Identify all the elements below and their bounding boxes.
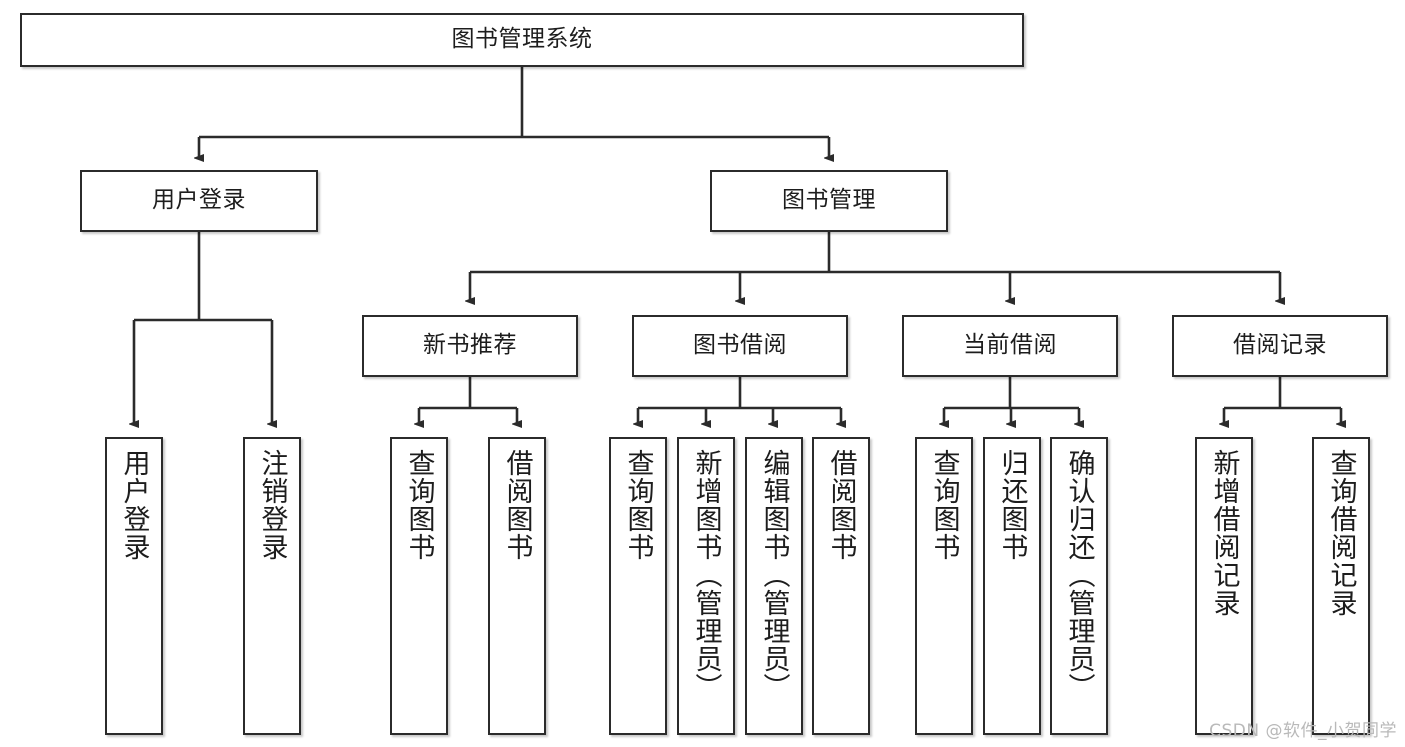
- leaf-borrow-add-book[interactable]: 新增图书（管理员）: [677, 437, 735, 735]
- node-label: 新增图书（管理员）: [690, 449, 722, 701]
- leaf-record-add-record[interactable]: 新增借阅记录: [1195, 437, 1253, 735]
- leaf-borrow-edit-book[interactable]: 编辑图书（管理员）: [745, 437, 803, 735]
- leaf-user-login-logout[interactable]: 注销登录: [243, 437, 301, 735]
- leaf-current-return-book[interactable]: 归还图书: [983, 437, 1041, 735]
- leaf-record-query-record[interactable]: 查询借阅记录: [1312, 437, 1370, 735]
- node-current-borrow[interactable]: 当前借阅: [902, 315, 1118, 377]
- node-book-management[interactable]: 图书管理: [710, 170, 948, 232]
- node-label: 编辑图书（管理员）: [758, 449, 790, 701]
- node-label: 当前借阅: [963, 332, 1057, 359]
- node-label: 借阅图书: [501, 449, 533, 561]
- node-label: 借阅记录: [1233, 332, 1327, 359]
- node-root-system[interactable]: 图书管理系统: [20, 13, 1024, 67]
- node-new-book-recommend[interactable]: 新书推荐: [362, 315, 578, 377]
- leaf-borrow-borrow-book[interactable]: 借阅图书: [812, 437, 870, 735]
- node-label: 归还图书: [996, 449, 1028, 561]
- node-label: 查询图书: [403, 449, 435, 561]
- node-label: 注销登录: [256, 449, 288, 561]
- node-label: 查询图书: [928, 449, 960, 561]
- node-label: 查询图书: [622, 449, 654, 561]
- node-user-login[interactable]: 用户登录: [80, 170, 318, 232]
- leaf-current-query-book[interactable]: 查询图书: [915, 437, 973, 735]
- node-label: 新增借阅记录: [1208, 449, 1240, 617]
- node-label: 图书借阅: [693, 332, 787, 359]
- node-label: 查询借阅记录: [1325, 449, 1357, 617]
- leaf-recommend-borrow-book[interactable]: 借阅图书: [488, 437, 546, 735]
- leaf-current-confirm-return[interactable]: 确认归还（管理员）: [1050, 437, 1108, 735]
- node-label: 图书管理: [782, 187, 876, 214]
- node-label: 借阅图书: [825, 449, 857, 561]
- node-label: 用户登录: [152, 187, 246, 214]
- node-book-borrow[interactable]: 图书借阅: [632, 315, 848, 377]
- watermark-text: CSDN @软件_小贺同学: [1209, 721, 1397, 741]
- leaf-recommend-query-book[interactable]: 查询图书: [390, 437, 448, 735]
- node-label: 新书推荐: [423, 332, 517, 359]
- leaf-borrow-query-book[interactable]: 查询图书: [609, 437, 667, 735]
- node-label: 用户登录: [118, 449, 150, 561]
- node-label: 确认归还（管理员）: [1063, 449, 1095, 701]
- node-label: 图书管理系统: [451, 26, 593, 53]
- node-borrow-record[interactable]: 借阅记录: [1172, 315, 1388, 377]
- leaf-user-login-login[interactable]: 用户登录: [105, 437, 163, 735]
